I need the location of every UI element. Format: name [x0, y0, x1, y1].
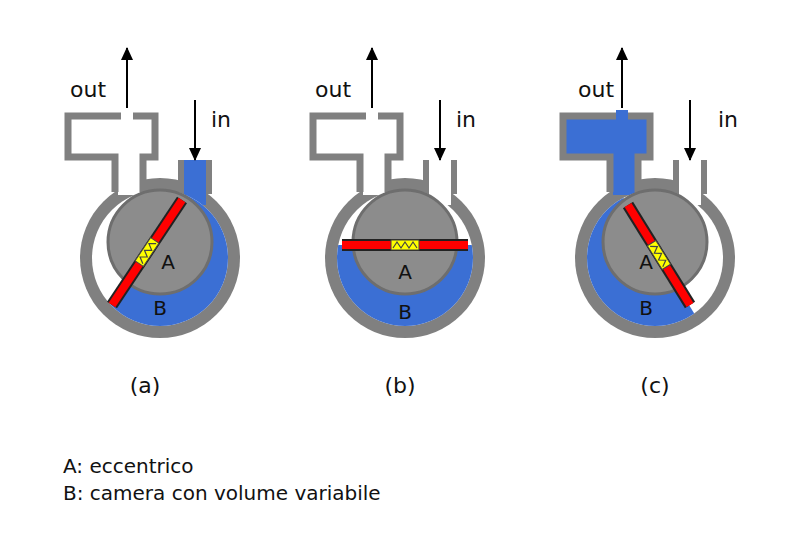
stage-caption: (b) [384, 374, 415, 398]
part-letter: A [639, 251, 653, 273]
legend-line: A: eccentrico [63, 455, 194, 477]
port-label: in [456, 108, 476, 132]
legend-line: B: camera con volume variabile [63, 482, 381, 504]
port-label: out [315, 78, 351, 102]
stage-caption: (a) [130, 374, 161, 398]
pump-stage-b [313, 48, 485, 345]
part-letter: A [161, 251, 175, 273]
pump-stage-c [495, 48, 735, 380]
port-label: out [578, 78, 614, 102]
part-letter: A [398, 261, 412, 283]
part-letter: B [639, 297, 653, 319]
port-label: out [70, 78, 106, 102]
port-label: in [211, 108, 231, 132]
part-letter: B [398, 301, 412, 323]
port-label: in [718, 108, 738, 132]
part-letter: B [153, 297, 167, 319]
pump-stage-a [59, 48, 320, 380]
stage-caption: (c) [640, 374, 669, 398]
